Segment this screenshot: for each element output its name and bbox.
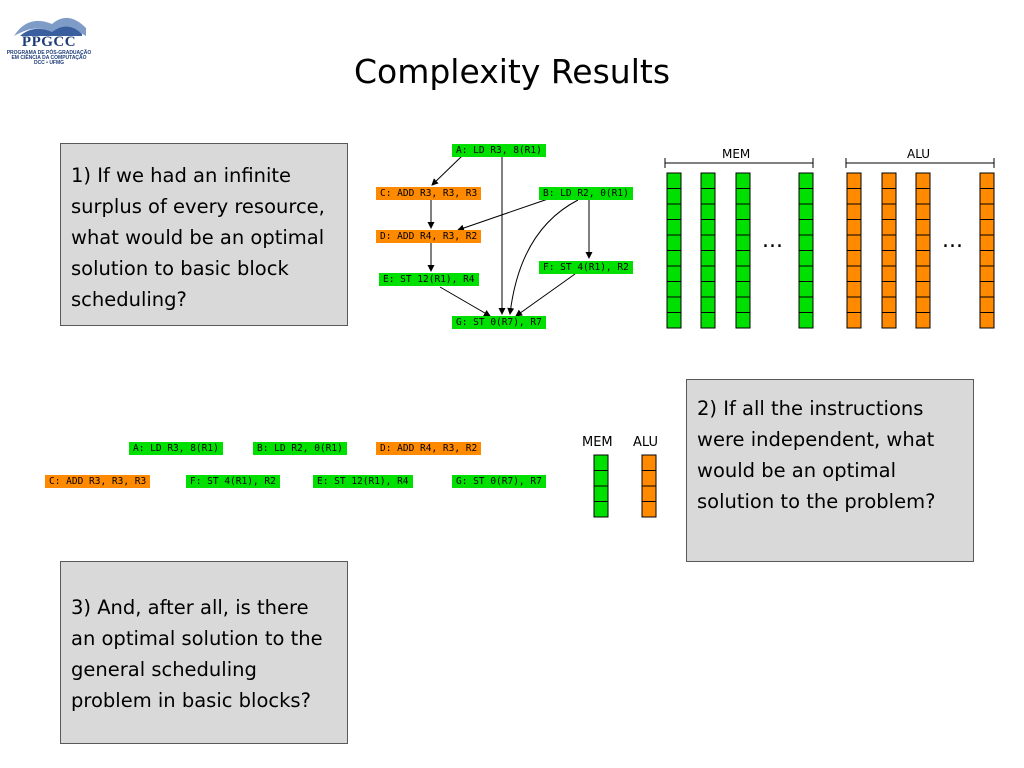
question-box-3: 3) And, after all, is there an optimal s… [60, 561, 348, 744]
mem-header-top: MEM [722, 147, 751, 161]
edge-b-g [507, 199, 579, 315]
alu-column-3-cell [915, 312, 931, 329]
mem-column-2-cell [700, 312, 716, 329]
mem-column-small-cell [593, 485, 609, 502]
alu-column-small-cell [641, 470, 657, 487]
logo-subtitle-line-1: PROGRAMA DE PÓS-GRADUAÇÃO [6, 50, 92, 56]
alu-ellipsis: ... [942, 228, 963, 253]
edge-a-c [431, 155, 463, 186]
schedule-f: F: ST 4(R1), R2 [186, 475, 280, 488]
mem-column-small-cell [593, 501, 609, 518]
dag-node-c: C: ADD R3, R3, R3 [376, 187, 482, 200]
alu-column-2-cell [881, 312, 897, 329]
schedule-g: G: ST 0(R7), R7 [452, 475, 546, 488]
mem-column-small-cell [593, 454, 609, 471]
alu-header-top: ALU [907, 147, 931, 161]
edge-e-g [439, 286, 491, 317]
mem-header-small: MEM [582, 435, 613, 450]
slide-title: Complexity Results [353, 52, 671, 91]
ppgcc-logo-emblem [14, 17, 86, 36]
dag-node-a: A: LD R3, 8(R1) [452, 144, 546, 157]
alu-column-small-cell [641, 454, 657, 471]
logo-text: PPGCC [21, 34, 77, 50]
alu-column-small-cell [641, 485, 657, 502]
dag-node-g: G: ST 0(R7), R7 [452, 316, 546, 329]
alu-column-4-cell [979, 312, 995, 329]
schedule-e: E: ST 12(R1), R4 [313, 475, 413, 488]
question-text-3: 3) And, after all, is there an optimal s… [71, 596, 323, 712]
logo-subtitle-line-3: DCC • UFMG [33, 60, 65, 66]
schedule-d: D: ADD R4, R3, R2 [376, 442, 482, 455]
question-text-2: 2) If all the instructions were independ… [697, 397, 936, 513]
question-box-2: 2) If all the instructions were independ… [686, 379, 974, 562]
edge-f-g [515, 273, 576, 317]
schedule-a: A: LD R3, 8(R1) [129, 442, 223, 455]
dag-node-e: E: ST 12(R1), R4 [379, 273, 479, 286]
schedule-c: C: ADD R3, R3, R3 [45, 475, 151, 488]
schedule-b: B: LD R2, 0(R1) [253, 442, 347, 455]
edge-b-d [457, 198, 549, 232]
mem-column-small-cell [593, 470, 609, 487]
mem-column-1-cell [666, 312, 682, 329]
mem-ellipsis: ... [762, 228, 783, 253]
question-text-1: 1) If we had an infinite surplus of ever… [71, 164, 325, 311]
dag-node-d: D: ADD R4, R3, R2 [376, 230, 482, 243]
logo-subtitle-line-2: EM CIÊNCIA DA COMPUTAÇÃO [11, 55, 87, 61]
question-box-1: 1) If we had an infinite surplus of ever… [60, 143, 348, 326]
alu-column-1-cell [846, 312, 862, 329]
dag-node-f: F: ST 4(R1), R2 [539, 261, 633, 274]
alu-column-small-cell [641, 501, 657, 518]
alu-header-small: ALU [633, 435, 659, 450]
dag-node-b: B: LD R2, 0(R1) [539, 187, 633, 200]
mem-column-4-cell [798, 312, 814, 329]
mem-column-3-cell [735, 312, 751, 329]
